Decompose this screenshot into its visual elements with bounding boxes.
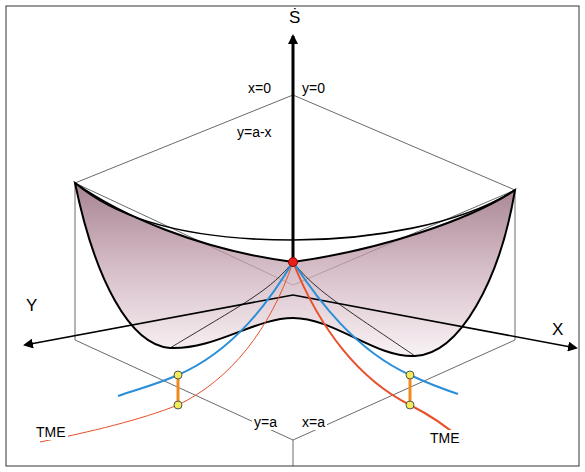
boundary-label: y=a-x [235,124,274,140]
axis-label: Ṡ [287,8,302,27]
boundary-label: x=a [300,414,327,430]
boundary-label: y=a [252,414,279,430]
boundary-label: y=0 [300,80,327,96]
curve-label: TME [34,424,68,440]
curve-label: TME [428,430,462,446]
axis-label: Y [24,296,39,315]
axis-label: X [550,320,565,339]
boundary-label: x=0 [246,80,273,96]
